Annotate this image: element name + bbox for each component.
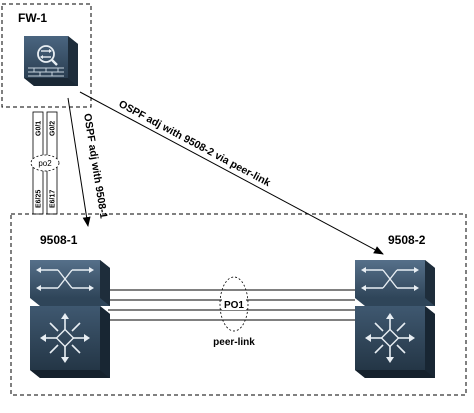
switch-left-label: 9508-1 xyxy=(40,233,78,247)
ospf-adjacency-label-right: OSPF adj with 9508-2 via peer-link xyxy=(117,98,273,189)
switch-right-label: 9508-2 xyxy=(388,233,426,247)
switch-right-icon xyxy=(355,260,435,378)
interface-label-g0-1: G0/1 xyxy=(36,121,43,136)
peer-link-label: peer-link xyxy=(213,337,255,348)
ospf-adjacency-arrow-right xyxy=(79,91,384,255)
firewall-label: FW-1 xyxy=(18,11,47,25)
port-channel-po1-ellipse xyxy=(219,276,249,332)
ospf-adjacency-label-left: OSPF adj with 9508-1 xyxy=(81,113,109,220)
ospf-adjacency-arrow-left xyxy=(67,97,91,227)
interface-label-e6-17: E6/17 xyxy=(50,190,57,208)
switch-group-box xyxy=(10,213,467,396)
firewall-icon xyxy=(24,36,78,86)
po1-label-background xyxy=(222,298,246,310)
port-channel-po1-label: PO1 xyxy=(224,300,244,311)
port-channel-po2-ellipse xyxy=(30,154,60,172)
interface-label-g0-2: G0/2 xyxy=(50,121,57,136)
interface-label-e6-25: E6/25 xyxy=(36,190,43,208)
switch-left-icon xyxy=(30,260,110,378)
port-channel-po2-label: po2 xyxy=(38,159,52,168)
firewall-group-box xyxy=(1,3,92,108)
